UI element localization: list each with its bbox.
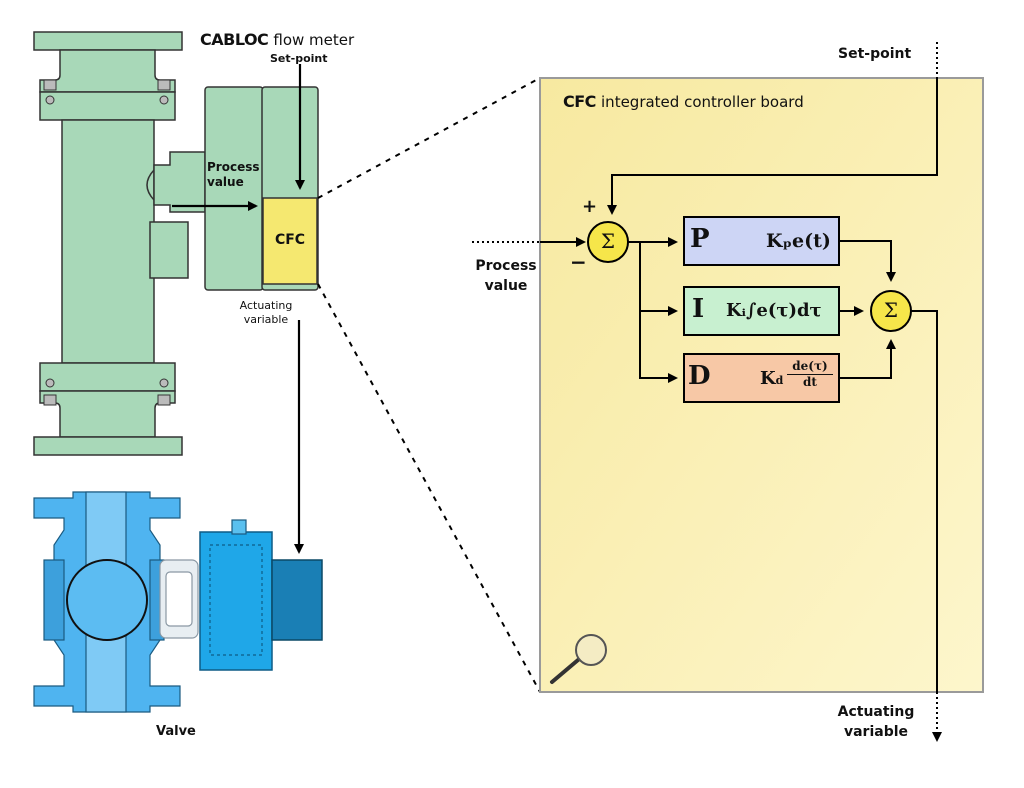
board-setpoint-label: Set-point — [838, 46, 912, 62]
meter-cfc-board — [262, 197, 318, 285]
meter-actuating-label: Actuating variable — [239, 299, 293, 326]
board-process-label: Process value — [475, 258, 537, 294]
meter-bottom-neck — [39, 390, 176, 438]
board-brand: CFC — [563, 92, 596, 111]
meter-brand-suffix: flow meter — [273, 31, 355, 49]
d-letter: D — [688, 361, 711, 391]
minus-sign: − — [570, 250, 587, 274]
meter-brand: CABLOC — [200, 30, 269, 49]
zoom-line-top — [317, 77, 541, 199]
meter-bottom-flange-cap — [33, 436, 183, 456]
d-block — [683, 353, 840, 403]
i-formula: Kᵢ∫e(τ)dτ — [726, 300, 822, 321]
p-formula: Kₚe(t) — [766, 230, 831, 252]
magnifier-icon — [550, 634, 607, 684]
p-to-sum — [839, 240, 896, 282]
p-block — [683, 216, 840, 266]
d-denominator: dt — [803, 375, 817, 389]
meter-bolts — [43, 79, 171, 406]
i-block — [683, 286, 840, 336]
d-coefficient-sub: d — [775, 374, 784, 387]
meter-cfc-label: CFC — [274, 232, 306, 248]
i-letter: I — [692, 294, 705, 324]
meter-setpoint-label: Set-point — [270, 52, 328, 65]
d-numerator: de(τ) — [787, 359, 833, 375]
board-title: CFC integrated controller board — [563, 92, 804, 111]
valve-label: Valve — [156, 724, 196, 739]
meter-side-port — [153, 151, 206, 213]
d-coefficient-k: K — [760, 368, 776, 389]
valve — [33, 491, 323, 713]
sum-symbol-error: Σ — [600, 229, 616, 253]
d-fraction: de(τ) dt — [787, 359, 833, 390]
meter-top-neck — [39, 49, 176, 93]
d-coefficient: Kd — [760, 368, 783, 389]
output-path — [911, 310, 938, 692]
board-actuating-label: Actuating variable — [837, 704, 915, 740]
meter-top-flange — [39, 91, 176, 121]
setpoint-path — [607, 78, 938, 215]
meter-body — [61, 119, 155, 364]
board-title-suffix: integrated controller board — [601, 93, 804, 111]
meter-title: CABLOC flow meter — [200, 30, 354, 49]
zoom-line-bottom — [317, 283, 541, 693]
meter-top-flange-cap — [33, 31, 183, 51]
plus-sign: + — [582, 196, 598, 217]
meter-lower-port — [149, 221, 189, 279]
meter-bottom-flange — [39, 362, 176, 392]
d-to-sum — [839, 339, 896, 379]
p-letter: P — [690, 224, 710, 254]
error-to-d — [639, 242, 678, 383]
meter-process-label: Process value — [207, 160, 260, 189]
sum-symbol-output: Σ — [883, 298, 899, 322]
